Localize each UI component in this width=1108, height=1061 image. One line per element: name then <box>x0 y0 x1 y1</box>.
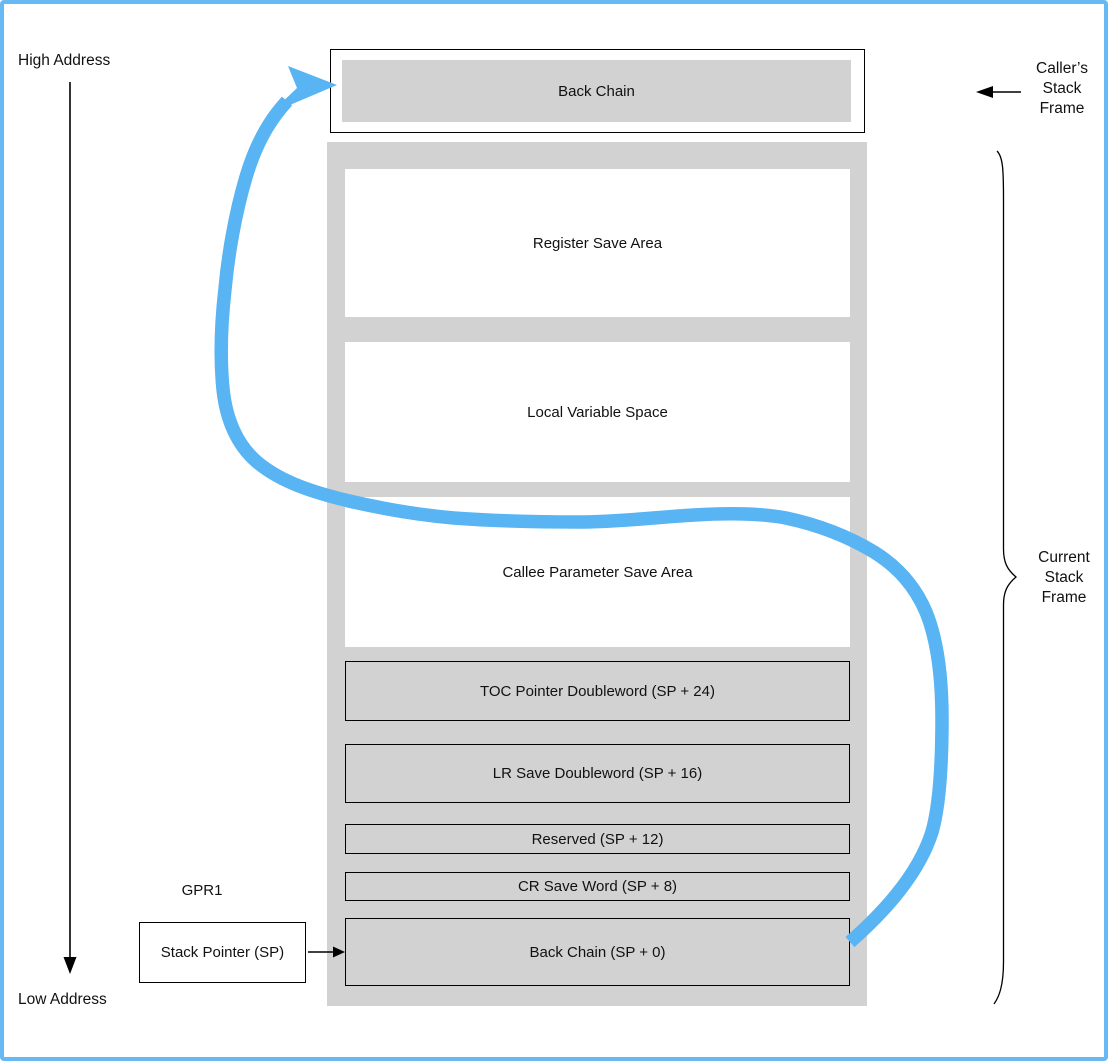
stack-box-lr-save-doubleword: LR Save Doubleword (SP + 16) <box>345 744 850 803</box>
callers-frame-line2: Stack <box>1042 80 1082 97</box>
current-frame-line1: Current <box>1038 549 1090 566</box>
high-address-label: High Address <box>18 52 111 69</box>
down-arrow-icon <box>63 82 77 974</box>
stack-box-reserved: Reserved (SP + 12) <box>345 824 850 854</box>
current-frame-line3: Frame <box>1041 589 1087 606</box>
callers-stack-frame-label: Caller’s Stack Frame <box>1014 59 1104 119</box>
gpr1-label: GPR1 <box>181 882 223 899</box>
stack-pointer-box: Stack Pointer (SP) <box>139 922 306 983</box>
stack-box-back-chain-sp0: Back Chain (SP + 0) <box>345 918 850 986</box>
caller-back-chain-box: Back Chain <box>330 49 865 133</box>
stack-box-register-save-area: Register Save Area <box>345 169 850 317</box>
stack-box-callee-parameter-save-area: Callee Parameter Save Area <box>345 497 850 647</box>
callers-frame-line3: Frame <box>1039 100 1085 117</box>
callers-frame-line1: Caller’s <box>1036 60 1088 77</box>
low-address-label: Low Address <box>18 991 107 1008</box>
caller-back-chain-cell: Back Chain <box>342 60 851 122</box>
current-stack-frame-container: Register Save Area Local Variable Space … <box>327 142 867 1006</box>
current-stack-frame-label: Current Stack Frame <box>1016 548 1104 608</box>
current-frame-line2: Stack <box>1044 569 1084 586</box>
stack-box-toc-pointer-doubleword: TOC Pointer Doubleword (SP + 24) <box>345 661 850 721</box>
stack-box-cr-save-word: CR Save Word (SP + 8) <box>345 872 850 901</box>
curly-brace-icon <box>993 150 1018 1005</box>
stack-box-local-variable-space: Local Variable Space <box>345 342 850 482</box>
